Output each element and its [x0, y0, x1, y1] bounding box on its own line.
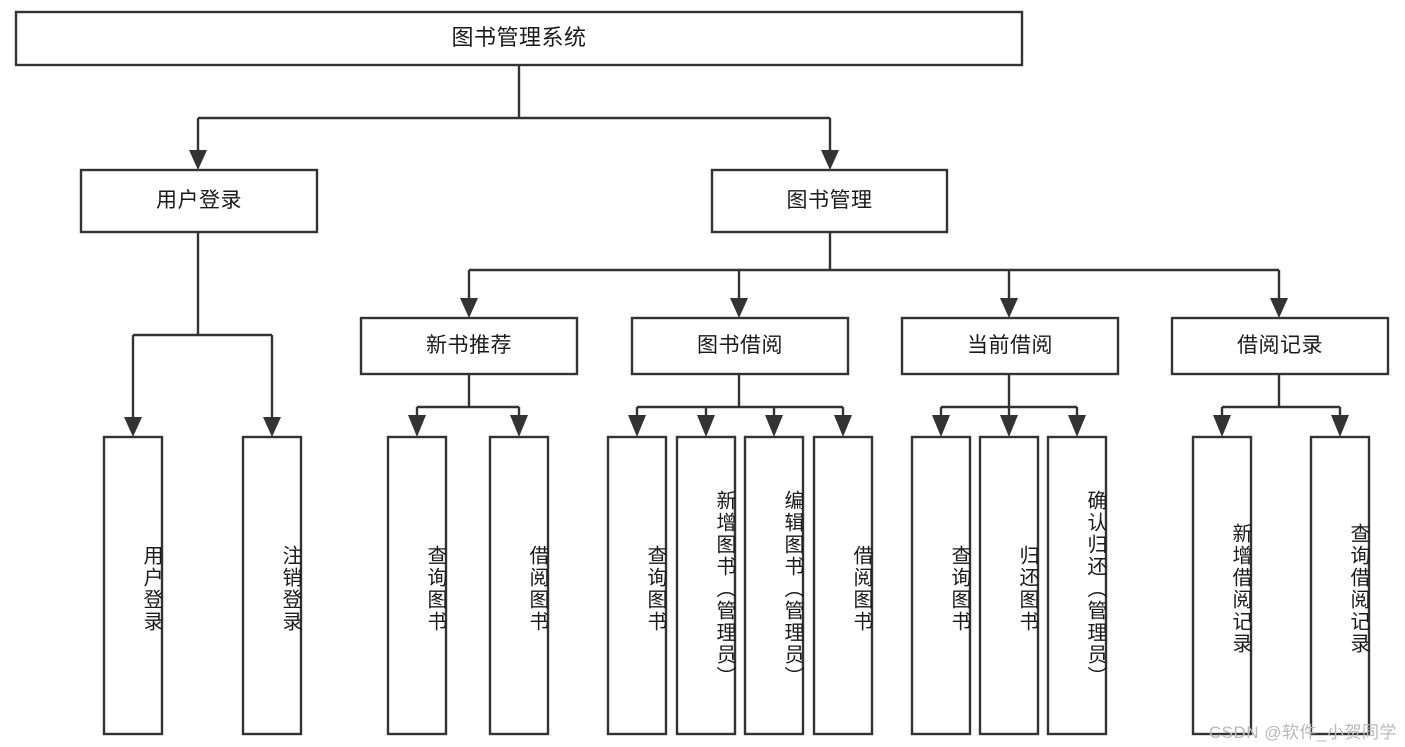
connector-group-user-login: [124, 232, 281, 437]
arrow-head-current-borrow-child-2: [1068, 415, 1086, 437]
arrow-head-borrow-records-child-1: [1331, 415, 1349, 437]
arrow-head-new-book-child-0: [408, 415, 426, 437]
node-box-leaf-user-login-0[interactable]: [102, 435, 164, 736]
connector-group-book-mgmt: [460, 232, 1288, 318]
arrow-head-current-borrow: [1000, 298, 1018, 318]
node-box-leaf-records-0[interactable]: [1191, 435, 1253, 736]
node-box-leaf-current-1[interactable]: [978, 435, 1040, 736]
arrow-head-book-borrow-child-3: [834, 415, 852, 437]
node-box-book-borrow[interactable]: [630, 316, 850, 376]
node-box-leaf-user-login-1[interactable]: [241, 435, 303, 736]
arrow-head-user-login-child-0: [124, 417, 142, 437]
node-box-leaf-borrow-0[interactable]: [606, 435, 668, 736]
arrow-head-current-borrow-child-1: [1000, 415, 1018, 437]
connector-group-current-borrow: [932, 374, 1086, 437]
node-box-root[interactable]: [14, 10, 1024, 67]
arrow-head-book-mgmt: [821, 150, 839, 170]
arrow-head-current-borrow-child-0: [932, 415, 950, 437]
arrow-head-book-borrow: [730, 298, 748, 318]
node-box-current-borrow[interactable]: [900, 316, 1120, 376]
arrow-head-user-login-child-1: [263, 417, 281, 437]
arrow-head-book-borrow-child-1: [697, 415, 715, 437]
node-box-new-book[interactable]: [359, 316, 579, 376]
node-box-leaf-borrow-1[interactable]: [675, 435, 737, 736]
node-box-leaf-new-book-1[interactable]: [488, 435, 550, 736]
arrow-head-borrow-records: [1270, 298, 1288, 318]
node-box-leaf-new-book-0[interactable]: [386, 435, 448, 736]
node-box-borrow-records[interactable]: [1170, 316, 1390, 376]
node-box-leaf-current-2[interactable]: [1046, 435, 1108, 736]
arrow-head-book-borrow-child-0: [628, 415, 646, 437]
node-box-leaf-records-1[interactable]: [1309, 435, 1371, 736]
connector-group-root: [189, 65, 839, 170]
node-box-book-mgmt[interactable]: [710, 168, 949, 234]
node-box-user-login[interactable]: [79, 168, 319, 234]
node-box-leaf-current-0[interactable]: [910, 435, 972, 736]
arrow-head-new-book-child-1: [510, 415, 528, 437]
connector-group-book-borrow: [628, 374, 852, 437]
arrow-head-user-login: [189, 150, 207, 170]
connector-group-new-book: [408, 374, 528, 437]
node-box-leaf-borrow-2[interactable]: [743, 435, 805, 736]
node-box-leaf-borrow-3[interactable]: [812, 435, 874, 736]
arrow-head-new-book: [460, 298, 478, 318]
arrow-head-book-borrow-child-2: [765, 415, 783, 437]
connector-group-borrow-records: [1213, 374, 1349, 437]
arrow-head-borrow-records-child-0: [1213, 415, 1231, 437]
